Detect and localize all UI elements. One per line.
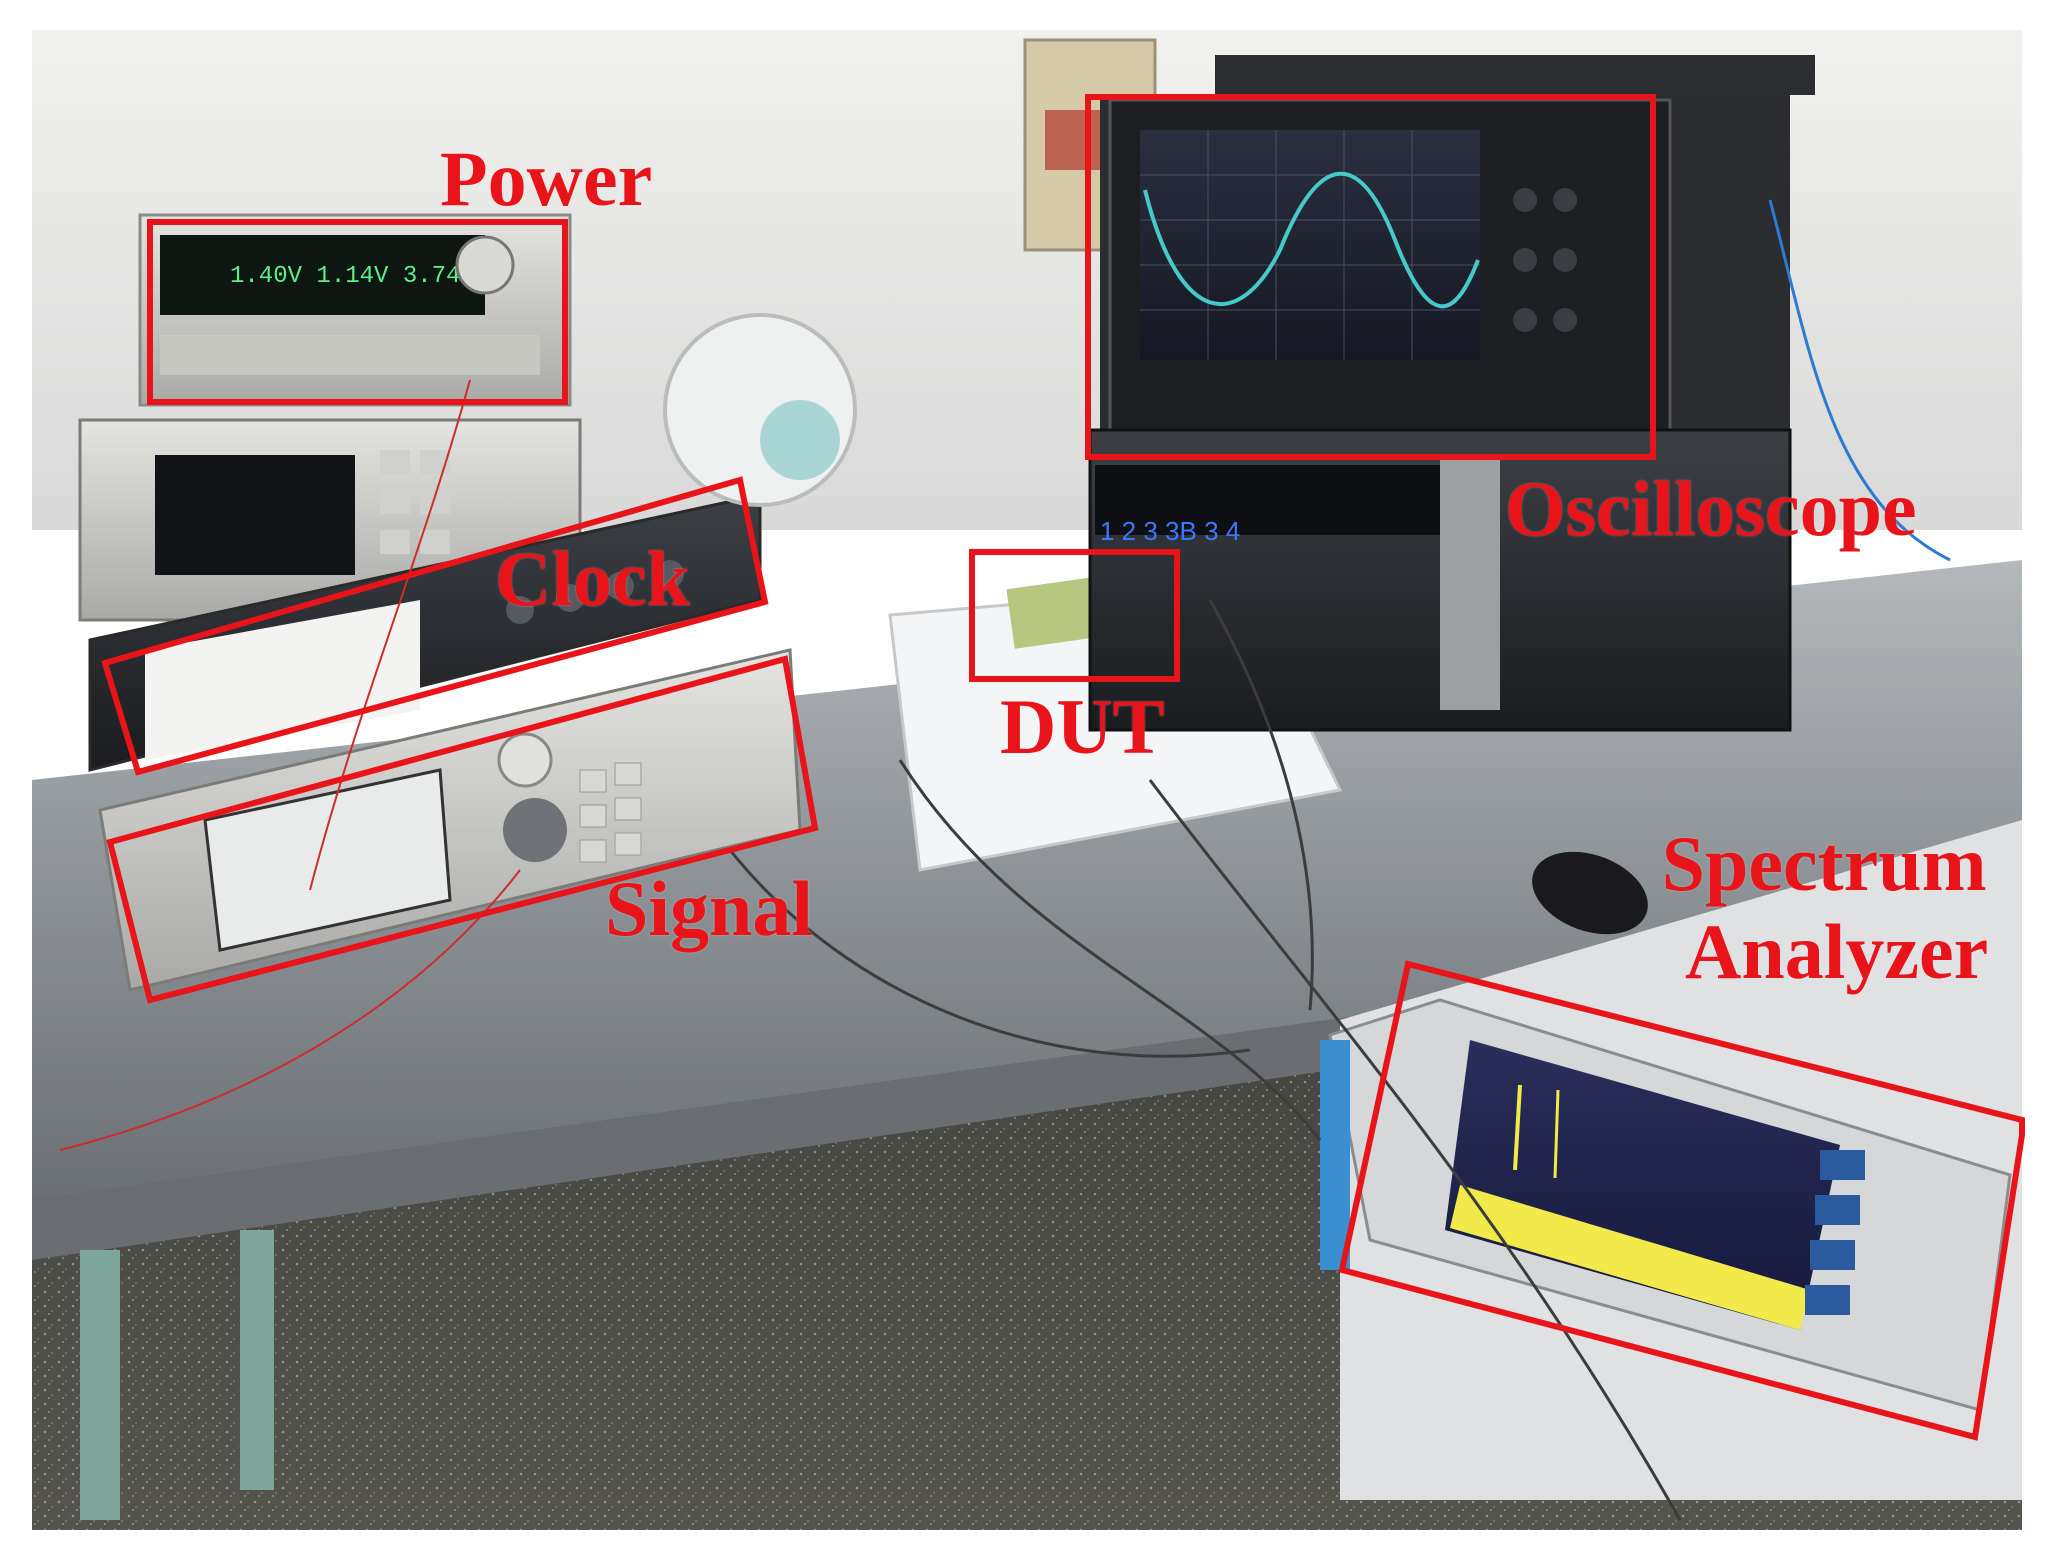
oscilloscope-box [1085, 94, 1656, 460]
svg-text:1 2 3 3B 3 4: 1 2 3 3B 3 4 [1100, 516, 1240, 546]
oscilloscope-label: Oscilloscope [1505, 465, 1917, 552]
spectrum-label-line1: Spectrum [1661, 820, 1987, 907]
spectrum-analyzer-label: Spectrum Analyzer [1660, 820, 1989, 995]
power-box [147, 219, 568, 405]
dut-box [969, 549, 1180, 682]
signal-label: Signal [605, 865, 814, 952]
spectrum-label-line2: Analyzer [1685, 908, 1989, 995]
dut-label: DUT [1000, 683, 1165, 770]
clock-label: Clock [495, 535, 690, 622]
spectrum-analyzer-box [1338, 960, 2025, 1441]
signal-box [106, 655, 819, 1004]
svg-text:1.40V 1.14V 3.74V: 1.40V 1.14V 3.74V [230, 263, 475, 290]
clock-box [101, 476, 769, 776]
power-label: Power [440, 135, 653, 222]
